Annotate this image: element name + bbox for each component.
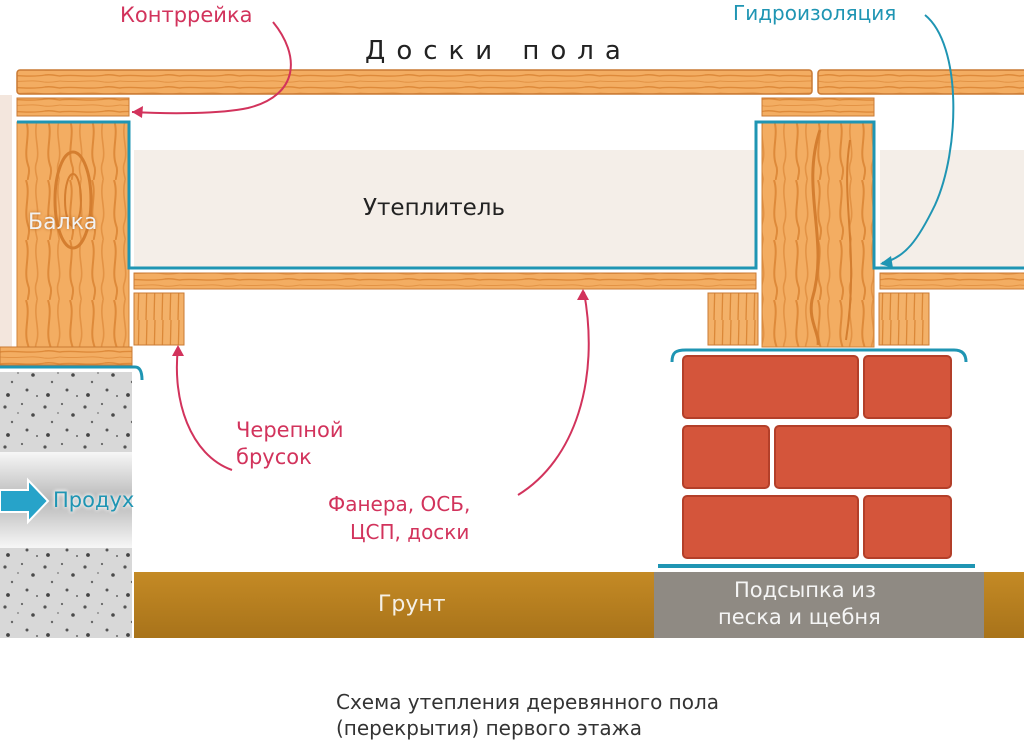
sheathing-right bbox=[879, 272, 1024, 290]
label-sheathing-line2: ЦСП, доски bbox=[350, 520, 470, 544]
beam-left bbox=[16, 121, 130, 348]
waterproofing-pier-top bbox=[670, 348, 968, 363]
floor-board-left bbox=[16, 69, 813, 95]
counter-batten-left bbox=[16, 97, 130, 117]
insulation-right bbox=[880, 150, 1024, 268]
cranial-bar-right-b bbox=[878, 292, 930, 346]
waterproofing-foundation-left bbox=[0, 365, 144, 381]
waterproofing-line bbox=[17, 120, 1024, 270]
label-ground: Грунт bbox=[378, 592, 446, 617]
label-beam: Балка bbox=[28, 210, 98, 235]
caption-line2: (перекрытия) первого этажа bbox=[336, 716, 642, 740]
arrow-cranial-bar bbox=[175, 347, 233, 471]
arrow-sheathing bbox=[517, 291, 590, 496]
label-cranial-bar-line1: Черепной bbox=[236, 418, 344, 442]
beam-grain-right bbox=[809, 129, 822, 346]
beam-knot-left bbox=[53, 150, 93, 250]
foundation-concrete-top bbox=[0, 372, 132, 452]
floor-board-right bbox=[817, 69, 1024, 95]
label-backfill-line1: Подсыпка из bbox=[734, 578, 877, 602]
arrow-waterproofing-head bbox=[880, 256, 893, 268]
sheathing-left bbox=[133, 272, 757, 290]
label-backfill-line2: песка и щебня bbox=[718, 605, 881, 629]
label-waterproofing: Гидроизоляция bbox=[733, 1, 897, 25]
label-floor-boards: Доски пола bbox=[365, 36, 632, 66]
label-insulation: Утеплитель bbox=[363, 195, 506, 221]
beam-knot-left-inner bbox=[64, 173, 82, 227]
arrow-waterproofing bbox=[881, 14, 955, 264]
arrow-counter-batten-head bbox=[132, 106, 143, 118]
counter-batten-right bbox=[761, 97, 875, 117]
brick-pier bbox=[682, 355, 952, 559]
cranial-bar-right-a bbox=[707, 292, 759, 346]
ground-right bbox=[984, 572, 1024, 638]
air-flow-arrow-icon bbox=[0, 477, 50, 525]
ground-left bbox=[134, 572, 654, 638]
arrow-counter-batten bbox=[131, 21, 292, 115]
left-edge bbox=[0, 95, 12, 353]
cranial-bar-left bbox=[133, 292, 185, 346]
foundation-concrete-bottom bbox=[0, 548, 132, 638]
backfill bbox=[654, 572, 984, 638]
caption-line1: Схема утепления деревянного пола bbox=[336, 690, 720, 714]
insulation-left bbox=[134, 150, 756, 268]
label-sheathing-line1: Фанера, ОСБ, bbox=[328, 492, 471, 516]
foundation-board-left bbox=[0, 346, 133, 366]
arrow-sheathing-head bbox=[577, 289, 589, 300]
label-air-vent: Продух bbox=[53, 488, 135, 512]
label-cranial-bar-line2: брусок bbox=[236, 445, 312, 469]
arrow-cranial-bar-head bbox=[172, 345, 184, 356]
label-counter-batten: Контррейка bbox=[120, 3, 253, 27]
beam-grain-right-2 bbox=[845, 139, 853, 341]
